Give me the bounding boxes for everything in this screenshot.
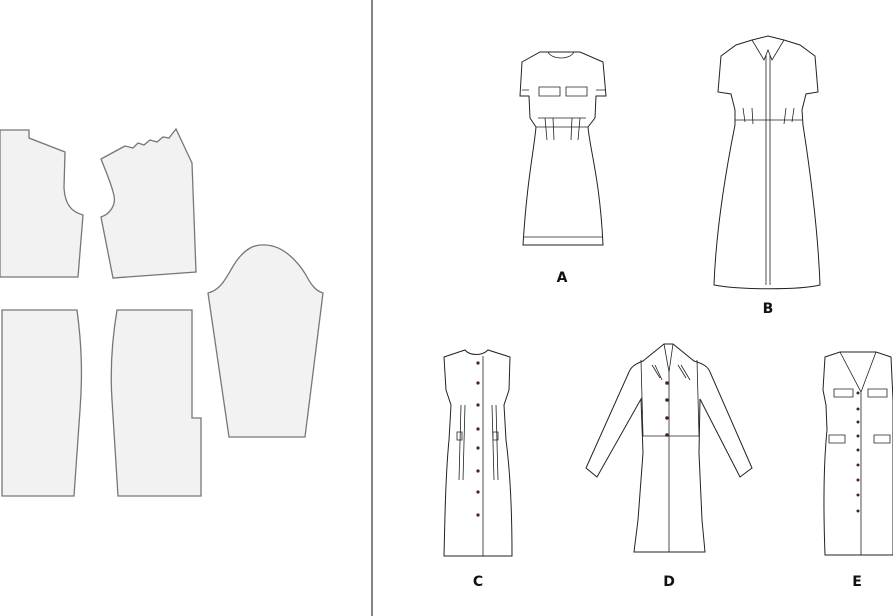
dress-view-d <box>585 343 753 553</box>
sleeve-piece <box>207 244 324 438</box>
back-bodice-piece <box>100 127 197 279</box>
front-skirt-piece <box>1 309 83 497</box>
view-label-d: D <box>663 574 675 590</box>
dress-view-c <box>443 349 513 557</box>
dress-view-a <box>519 51 607 246</box>
dress-view-b <box>713 35 821 290</box>
view-label-c: C <box>472 574 484 590</box>
view-label-a: A <box>556 270 568 286</box>
view-label-e: E <box>852 574 862 590</box>
front-bodice-piece <box>0 129 84 278</box>
view-label-b: B <box>762 301 774 317</box>
dress-view-e <box>822 351 893 556</box>
back-skirt-piece <box>110 309 202 497</box>
